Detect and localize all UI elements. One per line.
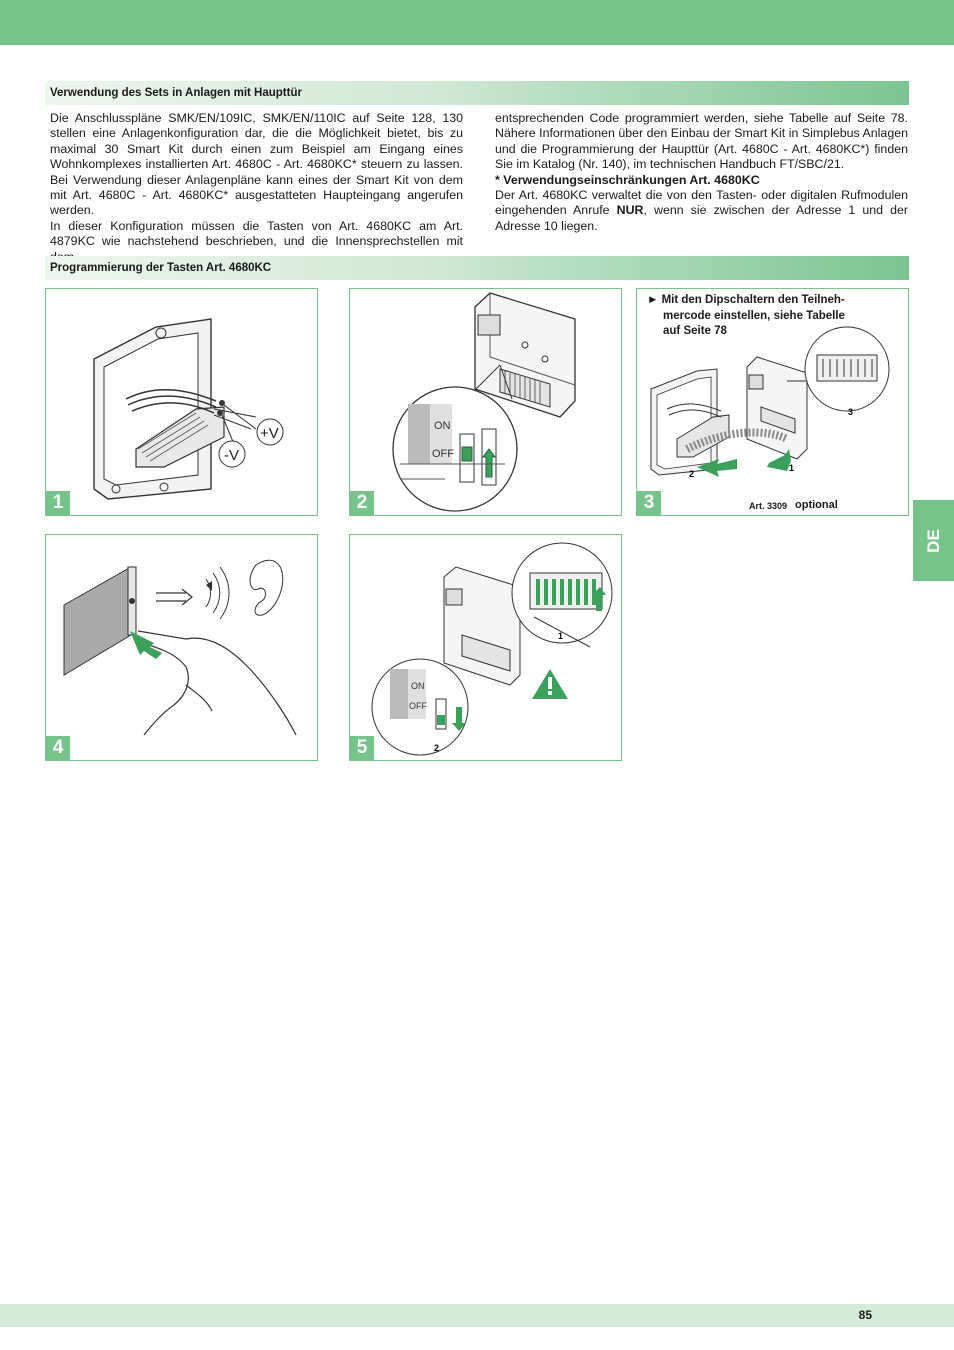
paragraph: In dieser Konfiguration müssen die Taste…	[50, 218, 463, 264]
optional-label: optional	[795, 499, 838, 511]
callout-2: 2	[689, 469, 694, 479]
language-tab: DE	[913, 500, 954, 581]
on-label: ON	[411, 681, 425, 691]
dipswitch-off-illustration: 1 ON OFF 2	[371, 542, 613, 756]
restrictions-text-b: , wenn sie zwischen der Adresse 1 und de…	[495, 203, 909, 233]
section-heading-main-door: Verwendung des Sets in Anlagen mit Haupt…	[45, 81, 909, 105]
footer-band: 85	[0, 1304, 954, 1327]
dipswitch-on-illustration: ON OFF	[392, 292, 576, 512]
step-5-panel: 1 ON OFF 2 5	[349, 534, 622, 761]
callout-1: 1	[558, 631, 563, 641]
step-number: 1	[46, 491, 70, 515]
off-label: OFF	[432, 448, 454, 460]
text-column-left: Die Anschlusspläne SMK/EN/109IC, SMK/EN/…	[50, 111, 463, 265]
on-label: ON	[434, 420, 451, 432]
step-4-panel: 4	[45, 534, 318, 761]
text-column-right: entsprechenden Code programmiert werden,…	[495, 111, 908, 234]
callout-1: 1	[789, 463, 794, 473]
step-2-panel: ON OFF 2	[349, 288, 622, 516]
address-setting-illustration: 2 1 3	[650, 326, 890, 479]
plus-v-label: +V	[260, 425, 279, 442]
paragraph: Die Anschlusspläne SMK/EN/109IC, SMK/EN/…	[50, 111, 463, 218]
callout-2: 2	[434, 743, 439, 753]
instruction-line: ► Mit den Dipschaltern den Teilneh-	[647, 294, 845, 306]
instruction-line: mercode einstellen, siehe Tabelle	[663, 309, 845, 322]
page-number: 85	[858, 1308, 872, 1322]
section-heading-programming: Programmierung der Tasten Art. 4680KC	[45, 256, 909, 280]
button-press-illustration	[63, 559, 297, 736]
callout-3: 3	[848, 407, 853, 417]
article-label: Art. 3309	[749, 501, 788, 511]
language-tab-label: DE	[923, 528, 943, 553]
step-3-panel: ► Mit den Dipschaltern den Teilneh- merc…	[636, 288, 909, 516]
step-1-panel: +V -V 1	[45, 288, 318, 516]
step-number: 3	[637, 491, 661, 515]
header-band	[0, 0, 954, 45]
step-number: 4	[46, 736, 70, 760]
restrictions-heading: * Verwendungseinschränkungen Art. 4680KC	[495, 172, 760, 187]
restrictions-text-a: Der Art. 4680KC verwaltet die von den Ta…	[495, 188, 908, 218]
off-label: OFF	[409, 701, 427, 711]
dipswitch-instruction: ► Mit den Dipschaltern den Teilneh- merc…	[647, 293, 877, 340]
instruction-line: auf Seite 78	[663, 325, 727, 337]
step-number: 2	[350, 491, 374, 515]
restrictions-emphasis: NUR	[616, 203, 644, 218]
step-number: 5	[350, 736, 374, 760]
restrictions-text: Der Art. 4680KC verwaltet die von den Ta…	[495, 188, 908, 234]
minus-v-label: -V	[224, 447, 239, 464]
paragraph: entsprechenden Code programmiert werden,…	[495, 111, 908, 172]
wall-unit-wiring-illustration: +V -V	[93, 318, 284, 500]
